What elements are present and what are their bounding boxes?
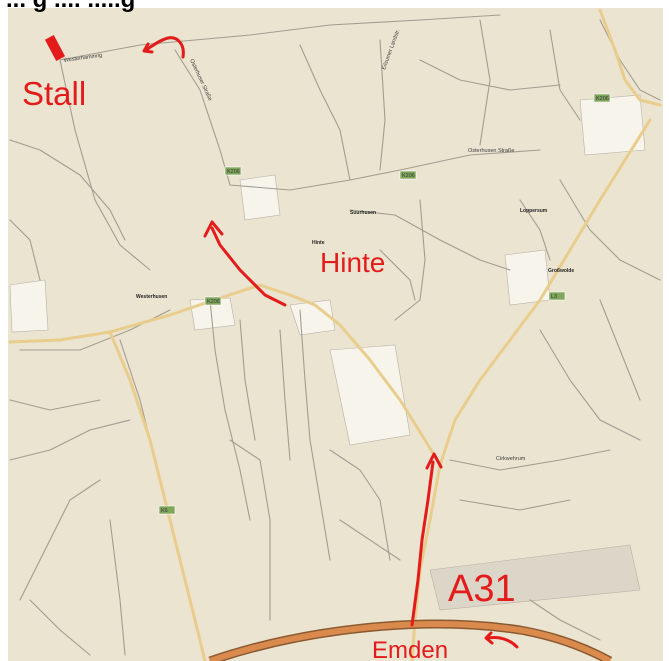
- highway-a31: [208, 619, 613, 661]
- map-label-westerhusen: Westerhusen: [136, 294, 167, 300]
- route-annotations: [142, 36, 519, 649]
- route-arrow-a31-head: [425, 452, 443, 470]
- badge-north: K206: [596, 96, 609, 102]
- annotation-hinte: Hinte: [320, 247, 386, 278]
- page-title: ... g .... .....g: [6, 0, 135, 14]
- annotation-a31: A31: [448, 568, 516, 610]
- route-arrow-a31: [410, 460, 435, 627]
- annotation-stall: Stall: [22, 75, 87, 112]
- curve-arrow-stall: [144, 36, 185, 59]
- map-label-grosswolde: Großwolde: [548, 268, 574, 274]
- minor-roads: [9, 14, 661, 656]
- badge-mid: L3: [551, 294, 557, 300]
- route-arrow-hinte: [210, 226, 287, 307]
- map-label-osterhusen-strasse: Osterhusen Straße: [468, 148, 514, 154]
- major-roads: [8, 8, 662, 661]
- stall-marker[interactable]: [44, 35, 66, 61]
- curve-arrow-emden: [486, 636, 519, 649]
- route-arrow-hinte-head: [203, 220, 224, 238]
- road-badges: K206 K206 K206 L3 K6 K206: [158, 93, 611, 515]
- settlement-blocks: [9, 94, 646, 611]
- top-border: [0, 0, 669, 8]
- map-label-loppersum: Loppersum: [520, 208, 548, 214]
- right-border: [663, 0, 669, 661]
- curve-arrow-stall-head: [142, 42, 154, 54]
- map-label-hinte-small: Hinte: [312, 240, 325, 246]
- badge-hinte-north: K206: [227, 169, 240, 175]
- annotation-emden: Emden: [372, 637, 449, 661]
- map-label-cirkwehrum: Cirkwehrum: [496, 456, 526, 462]
- badge-east: K206: [402, 173, 415, 179]
- left-border: [0, 0, 8, 661]
- badge-south: K6: [161, 508, 168, 514]
- map-label-stall-street: Westerhammrig: [63, 53, 102, 64]
- badge-westerhusen: K206: [207, 299, 220, 305]
- map-label-suurhusen: Suurhusen: [350, 210, 376, 216]
- curve-arrow-emden-head: [484, 631, 494, 645]
